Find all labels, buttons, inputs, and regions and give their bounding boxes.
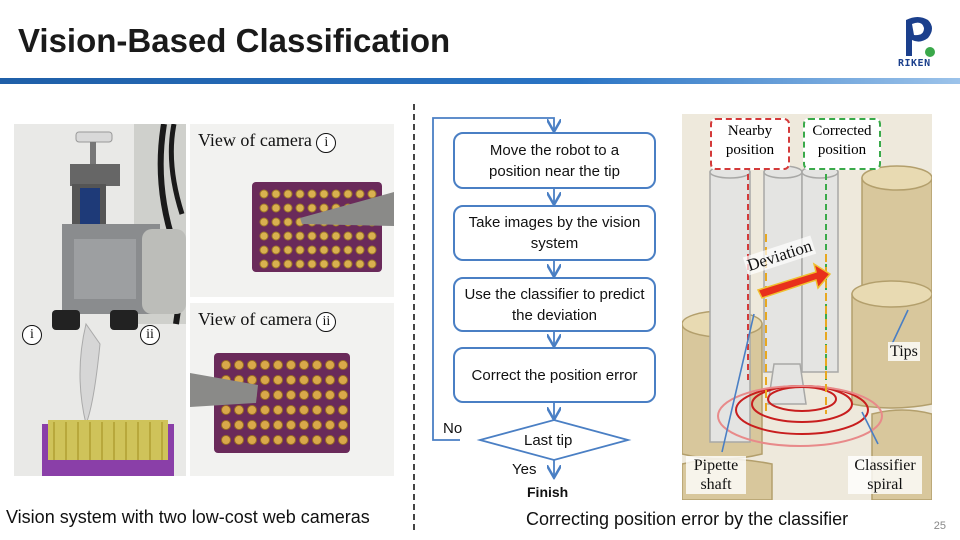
- robot-photo: i ii: [14, 124, 186, 476]
- flow-decision-last-tip: Last tip: [524, 432, 573, 449]
- flow-step-correct-error: Correct the position error: [453, 347, 656, 403]
- camera-ii-view: View of camera ii: [190, 303, 394, 476]
- flow-no-label: No: [443, 420, 463, 437]
- camera-i-label: View of camera: [198, 130, 312, 150]
- flow-step-move-robot: Move the robot to a position near the ti…: [453, 132, 656, 189]
- flow-step-take-images: Take images by the vision system: [453, 205, 656, 261]
- nearby-position-box: Nearby position: [710, 118, 790, 170]
- diagram-tips-label: Tips: [888, 342, 920, 361]
- diagram-classifier-spiral-label: Classifier spiral: [848, 456, 922, 494]
- camera-i-marker-label: i: [316, 133, 337, 153]
- riken-logo: [906, 17, 935, 57]
- flow-yes-label: Yes: [512, 461, 537, 478]
- header-bar: [0, 78, 960, 84]
- camera-i-view: View of camera i: [190, 124, 394, 297]
- section-divider: [413, 104, 415, 530]
- slide-title: Vision-Based Classification: [18, 22, 451, 59]
- left-caption: Vision system with two low-cost web came…: [6, 507, 370, 527]
- flow-finish-label: Finish: [527, 484, 569, 500]
- page-number: 25: [933, 520, 946, 532]
- corrected-position-box: Corrected position: [803, 118, 881, 170]
- camera-ii-marker: ii: [140, 325, 160, 345]
- riken-logo-text: RIKEN: [898, 58, 931, 69]
- diagram-pipette-shaft-label: Pipette shaft: [686, 456, 746, 494]
- right-caption: Correcting position error by the classif…: [526, 509, 849, 529]
- camera-ii-label: View of camera: [198, 309, 312, 329]
- flow-step-use-classifier: Use the classifier to predict the deviat…: [453, 277, 656, 332]
- camera-i-marker: i: [22, 325, 42, 345]
- camera-ii-marker-label: ii: [316, 312, 337, 332]
- correction-diagram: Deviation Tips Pipette shaft Classifier …: [682, 114, 932, 500]
